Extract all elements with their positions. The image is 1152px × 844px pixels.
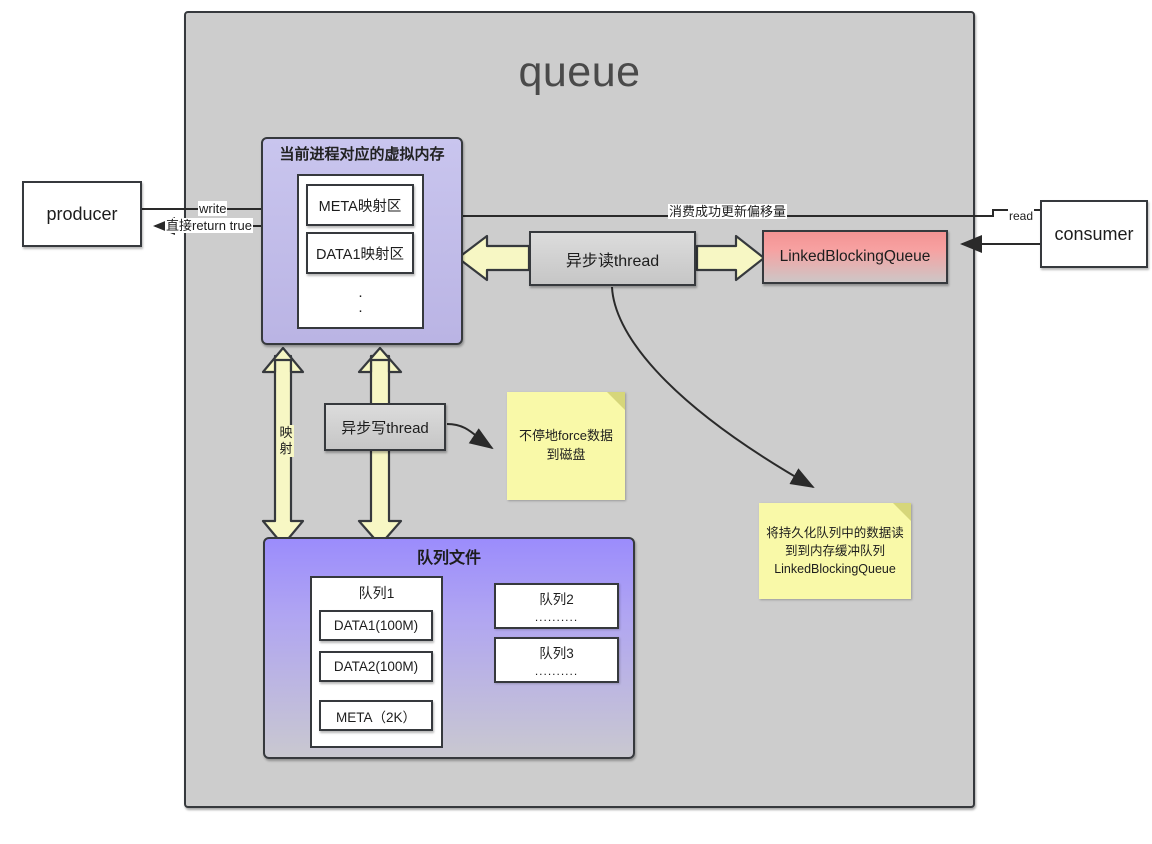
note-fold-icon (607, 392, 625, 410)
force-to-disk-note-text: 不停地force数据到磁盘 (519, 428, 613, 462)
read-into-buffer-note: 将持久化队列中的数据读到到内存缓冲队列LinkedBlockingQueue (759, 503, 911, 599)
meta-mapping-region: META映射区 (306, 184, 414, 226)
queue1-segment-data2: DATA2(100M) (319, 651, 433, 682)
queue1-segment-meta: META（2K） (319, 700, 433, 731)
queue3-title: 队列3 (539, 646, 574, 661)
async-read-thread-box[interactable]: 异步读thread (529, 231, 696, 286)
virtual-memory-title: 当前进程对应的虚拟内存 (279, 145, 445, 163)
queue3-dots: .......... (534, 664, 579, 678)
queue-title: queue (518, 47, 641, 96)
note-fold-icon (893, 503, 911, 521)
force-to-disk-note: 不停地force数据到磁盘 (507, 392, 625, 500)
ellipsis-dot-2: · (358, 302, 363, 319)
read-into-buffer-note-text: 将持久化队列中的数据读到到内存缓冲队列LinkedBlockingQueue (766, 525, 904, 577)
edge-label-update-offset: 消费成功更新偏移量 (668, 204, 788, 219)
mapping-region-ellipsis: · · (297, 282, 424, 324)
queue2-dots: .......... (534, 610, 579, 624)
queue2-title: 队列2 (539, 592, 574, 607)
edge-label-read: read (1008, 209, 1035, 224)
linked-blocking-queue-box[interactable]: LinkedBlockingQueue (762, 230, 948, 284)
edge-label-mapping: 映射 (278, 425, 294, 457)
edge-label-write: write (198, 201, 228, 216)
queue-file-title: 队列文件 (416, 550, 481, 567)
edge-label-return-true: 直接return true (165, 218, 253, 233)
consumer-box[interactable]: consumer (1040, 200, 1148, 268)
async-write-thread-box[interactable]: 异步写thread (324, 403, 446, 451)
queue3-box: 队列3 .......... (494, 637, 619, 683)
ellipsis-dot-1: · (358, 287, 363, 304)
queue1-segment-data1: DATA1(100M) (319, 610, 433, 641)
producer-box[interactable]: producer (22, 181, 142, 247)
data1-mapping-region: DATA1映射区 (306, 232, 414, 274)
queue2-box: 队列2 .......... (494, 583, 619, 629)
queue1-title: 队列1 (358, 585, 395, 601)
